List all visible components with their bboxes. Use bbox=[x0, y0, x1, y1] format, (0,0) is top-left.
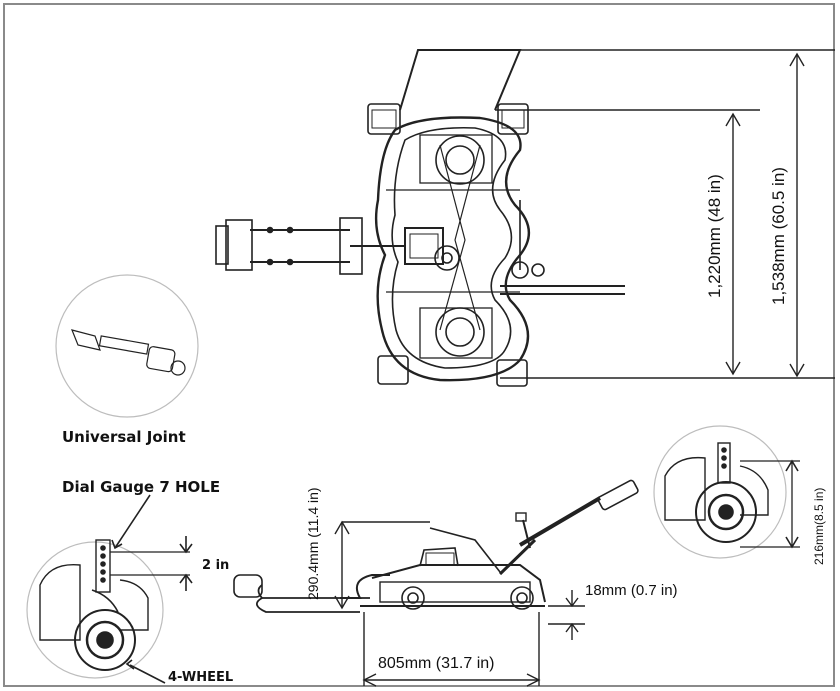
dimension-arrows-top bbox=[725, 52, 805, 378]
universal-joint-label: Universal Joint bbox=[62, 428, 186, 446]
diagram-frame bbox=[3, 3, 835, 687]
dimension-216mm: 216mm(8.5 in) bbox=[812, 487, 826, 565]
side-view-mower bbox=[233, 479, 639, 613]
two-inch-label: 2 in bbox=[202, 558, 230, 573]
dial-gauge-label: Dial Gauge 7 HOLE bbox=[62, 478, 221, 496]
dimension-1220mm: 1,220mm (48 in) bbox=[705, 174, 724, 298]
wheel-inset-right bbox=[653, 425, 800, 559]
dimension-1538mm: 1,538mm (60.5 in) bbox=[769, 167, 788, 305]
universal-joint-inset bbox=[55, 274, 199, 418]
dial-gauge-inset bbox=[26, 494, 193, 684]
dimension-arrows-side bbox=[334, 520, 585, 687]
dimension-290mm: 290.4mm (11.4 in) bbox=[305, 487, 321, 600]
top-view-mower-deck bbox=[215, 49, 835, 387]
dimension-805mm: 805mm (31.7 in) bbox=[378, 655, 495, 672]
dimension-18mm: 18mm (0.7 in) bbox=[585, 582, 678, 599]
four-wheel-label: 4-WHEEL bbox=[168, 670, 234, 685]
